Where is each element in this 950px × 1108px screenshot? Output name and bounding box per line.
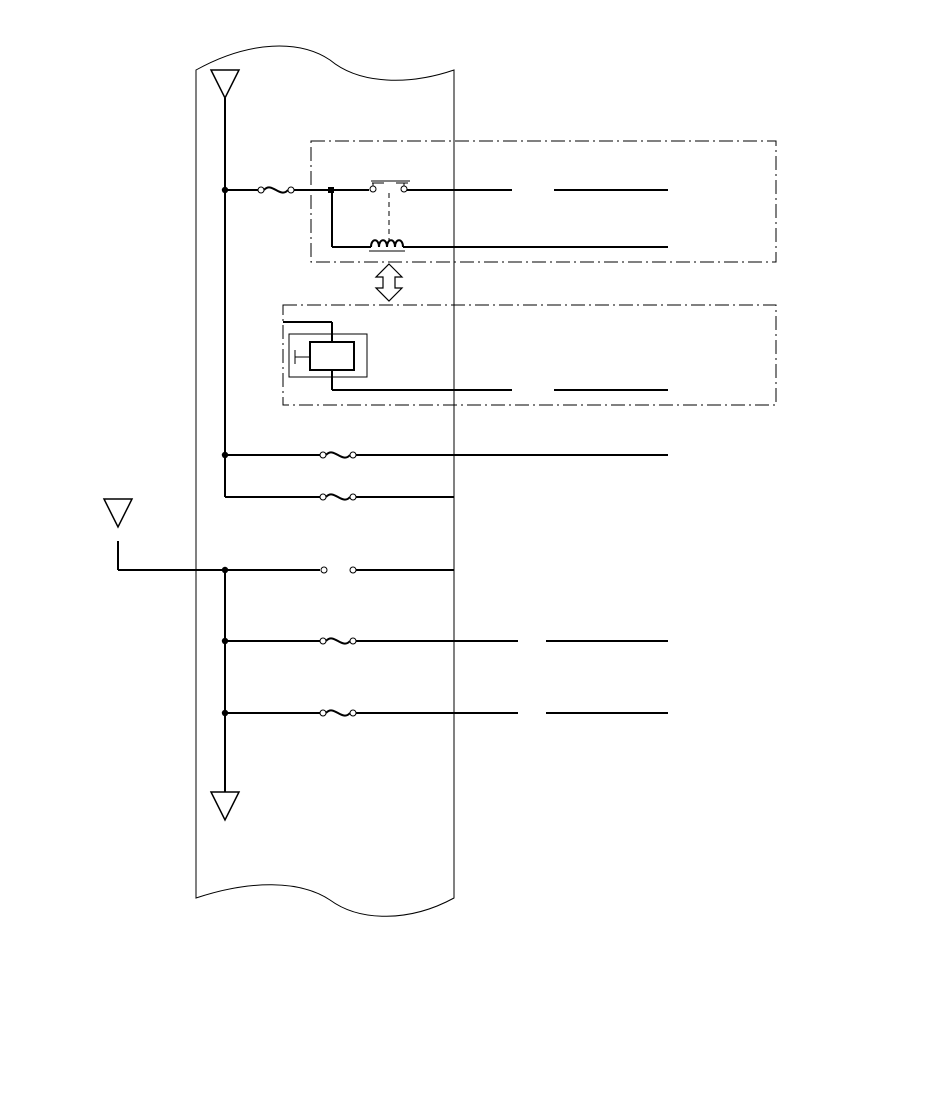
relay-feed-row <box>221 180 668 194</box>
branch-3-row <box>221 566 454 574</box>
relay-coil-row <box>331 190 668 252</box>
top-ground-triangle-icon <box>209 69 241 100</box>
fuse-terminal <box>257 186 265 194</box>
fuse-branch-5-icon <box>325 709 351 717</box>
fuse-branch-4-icon <box>325 637 351 645</box>
relay-switch-icon <box>369 180 410 193</box>
fuse-branch-2-icon <box>325 493 351 501</box>
panel-outline <box>195 45 455 917</box>
branch-4-row <box>221 637 668 645</box>
double-arrow-icon <box>374 263 404 302</box>
relay-coil-icon <box>370 239 404 248</box>
actuator-enclosure <box>282 304 777 406</box>
open-connector-icon <box>320 566 328 574</box>
actuator-housing <box>288 333 368 378</box>
left-input-triangle-icon <box>102 498 134 529</box>
branch-5-row <box>221 709 668 717</box>
bottom-ground-triangle-icon <box>209 791 241 822</box>
actuator-body-icon <box>309 341 355 371</box>
fuse-branch-1-icon <box>325 451 351 459</box>
relay-enclosure <box>310 140 777 263</box>
actuator-row <box>283 321 668 391</box>
branch-2-row <box>225 493 454 501</box>
branch-1-row <box>221 451 668 459</box>
fuse-relay-feed-icon <box>263 186 289 194</box>
fuse-terminal <box>287 186 295 194</box>
